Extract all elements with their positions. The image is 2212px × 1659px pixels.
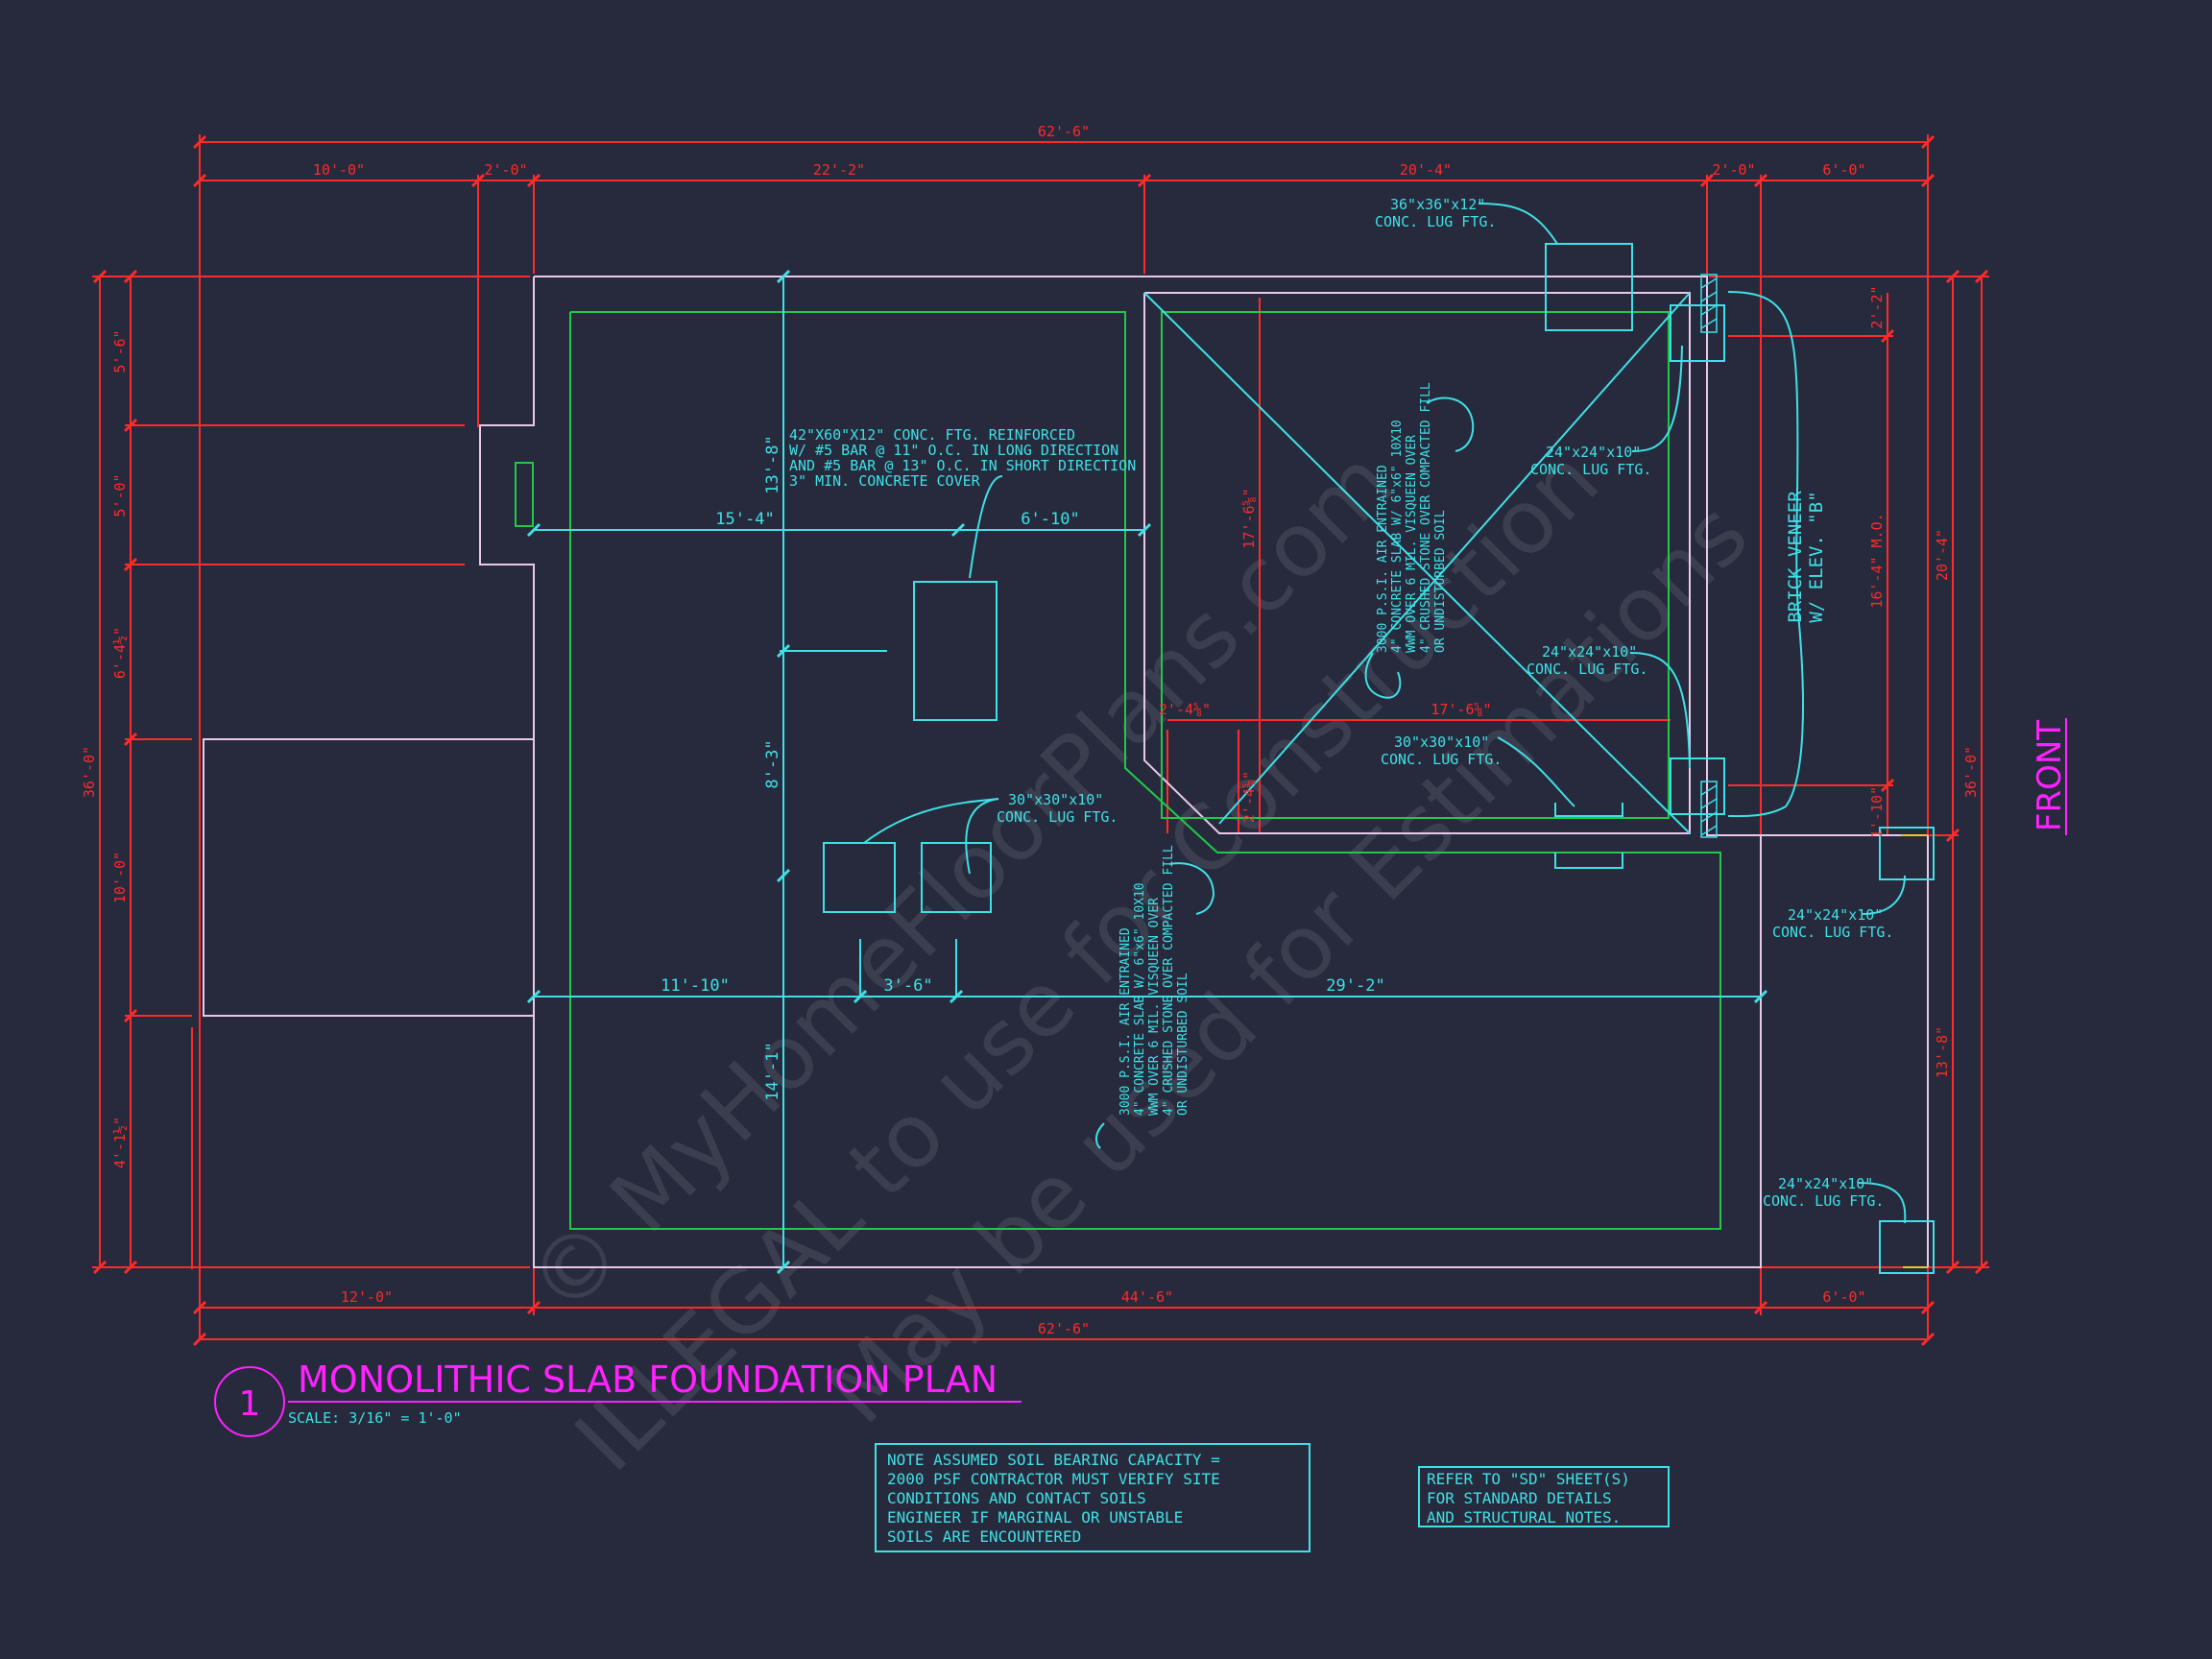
bottom-dim-1: 12'-0" xyxy=(341,1288,393,1306)
interior-dim-v2: 8'-3" xyxy=(763,739,782,788)
sd-note-2: FOR STANDARD DETAILS xyxy=(1427,1489,1612,1507)
top-dim-2: 2'-0" xyxy=(484,161,527,179)
footing-main-note-3: AND #5 BAR @ 13" O.C. IN SHORT DIRECTION xyxy=(789,457,1136,474)
slab-note-garage-3: WWM OVER 6 MIL. VISQUEEN OVER xyxy=(1405,435,1419,653)
interior-dim-h5: 29'-2" xyxy=(1326,976,1384,996)
interior-dim-h1: 15'-4" xyxy=(715,510,774,529)
top-dim-5: 2'-0" xyxy=(1712,161,1755,179)
brick-veneer-note: BRICK VENEER W/ ELEV. "B" xyxy=(1785,491,1827,623)
bottom-dim-2: 44'-6" xyxy=(1121,1288,1173,1306)
title-block: 1 MONOLITHIC SLAB FOUNDATION PLAN SCALE:… xyxy=(214,1358,1022,1437)
sd-note-box: REFER TO "SD" SHEET(S) FOR STANDARD DETA… xyxy=(1418,1466,1670,1527)
left-overall-dim: 36'-0" xyxy=(81,746,98,798)
sd-note-3: AND STRUCTURAL NOTES. xyxy=(1427,1508,1621,1527)
sd-note-1: REFER TO "SD" SHEET(S) xyxy=(1427,1470,1630,1488)
brick-posts xyxy=(1700,274,1718,838)
bottom-overall-dim: 62'-6" xyxy=(1038,1320,1090,1337)
right-dim-1: 2'-2" xyxy=(1868,285,1886,328)
interior-dim-h4: 3'-6" xyxy=(883,976,932,996)
brick-veneer-line-1: BRICK VENEER xyxy=(1785,491,1806,623)
soil-note-1: NOTE ASSUMED SOIL BEARING CAPACITY = xyxy=(887,1451,1220,1469)
interior-dim-h2: 6'-10" xyxy=(1021,510,1079,529)
drawing-number-circle xyxy=(214,1366,285,1437)
left-dim-1: 5'-6" xyxy=(111,329,129,373)
left-dim-3: 6'-4½" xyxy=(111,627,129,679)
lug-24b-note-1: 24"x24"x10" xyxy=(1542,643,1637,661)
lug-24d-note-1: 24"x24"x10" xyxy=(1778,1175,1873,1192)
slab-note-garage-2: 4" CONCRETE SLAB W/ 6"x6" 10X10 xyxy=(1390,420,1405,653)
annotation-lines xyxy=(534,203,1935,1274)
right-dim-3: 20'-4" xyxy=(1934,529,1951,581)
soil-note-2: 2000 PSF CONTRACTOR MUST VERIFY SITE xyxy=(887,1470,1220,1488)
interior-dim-v5: 2'-4⅝" xyxy=(1240,771,1258,823)
top-dim-3: 22'-2" xyxy=(813,161,865,179)
lug-24c-note-1: 24"x24"x10" xyxy=(1788,906,1883,924)
lug-24a-note-2: CONC. LUG FTG. xyxy=(1530,461,1651,478)
interior-dim-g2: 17'-6⅝" xyxy=(1431,701,1491,718)
left-dim-2: 5'-0" xyxy=(111,473,129,517)
slab-note-house-2: 4" CONCRETE SLAB W/ 6"x6" 10X10 xyxy=(1133,882,1147,1116)
drawing-number: 1 xyxy=(239,1384,261,1424)
soil-note-5: SOILS ARE ENCOUNTERED xyxy=(887,1527,1081,1546)
lug-30b-note-2: CONC. LUG FTG. xyxy=(997,808,1118,826)
slab-note-garage-4: 4" CRUSHED STONE OVER COMPACTED FILL xyxy=(1419,382,1433,653)
right-dim-5: 13'-8" xyxy=(1934,1026,1951,1078)
lug-30a-note-1: 30"x30"x10" xyxy=(1394,733,1489,751)
slab-note-house-3: WWM OVER 6 MIL. VISQUEEN OVER xyxy=(1147,898,1162,1116)
top-dim-4: 20'-4" xyxy=(1400,161,1452,179)
slab-note-garage-5: OR UNDISTURBED SOIL xyxy=(1433,510,1448,653)
corner-accents xyxy=(1901,834,1928,1268)
slab-outline xyxy=(203,276,1929,1268)
lug-30a-note-2: CONC. LUG FTG. xyxy=(1381,751,1502,768)
soil-note-3: CONDITIONS AND CONTACT SOILS xyxy=(887,1489,1146,1507)
interior-dimension-text: 15'-4" 6'-10" 11'-10" 3'-6" 29'-2" 13'-8… xyxy=(661,435,1385,1100)
slab-note-garage-1: 3000 P.S.I. AIR ENTRAINED xyxy=(1376,465,1390,653)
lug-36-note-1: 36"x36"x12" xyxy=(1390,196,1485,213)
dimension-lines xyxy=(92,134,1989,1340)
left-dim-5: 4'-1½" xyxy=(111,1117,129,1168)
slab-note-house: 3000 P.S.I. AIR ENTRAINED 4" CONCRETE SL… xyxy=(1118,845,1190,1116)
lug-24d-note-2: CONC. LUG FTG. xyxy=(1763,1192,1884,1210)
top-overall-dim: 62'-6" xyxy=(1038,123,1090,140)
brick-veneer-line-2: W/ ELEV. "B" xyxy=(1806,491,1827,622)
footing-notes: 42"X60"X12" CONC. FTG. REINFORCED W/ #5 … xyxy=(789,196,1893,1210)
front-label: FRONT xyxy=(2031,720,2069,831)
bottom-dim-3: 6'-0" xyxy=(1822,1288,1865,1306)
left-dim-4: 10'-0" xyxy=(111,852,129,903)
right-overall-dim: 36'-0" xyxy=(1962,746,1980,798)
slab-inner-edge xyxy=(515,311,1721,1230)
slab-note-house-5: OR UNDISTURBED SOIL xyxy=(1176,973,1190,1116)
right-dim-4: 1'-10" xyxy=(1868,786,1886,838)
drawing-scale: SCALE: 3/16" = 1'-0" xyxy=(288,1409,462,1427)
lug-36-note-2: CONC. LUG FTG. xyxy=(1375,213,1496,230)
drawing-title: MONOLITHIC SLAB FOUNDATION PLAN xyxy=(298,1358,998,1401)
footing-main-note-2: W/ #5 BAR @ 11" O.C. IN LONG DIRECTION xyxy=(789,442,1118,459)
lug-24a-note-1: 24"x24"x10" xyxy=(1546,444,1641,461)
interior-dim-v3: 14'-1" xyxy=(763,1042,782,1100)
right-dim-2: 16'-4" M.O. xyxy=(1868,513,1886,608)
interior-dim-v1: 13'-8" xyxy=(763,435,782,493)
top-dim-1: 10'-0" xyxy=(313,161,365,179)
interior-dim-g1: 2'-4⅝" xyxy=(1159,701,1211,718)
lug-30b-note-1: 30"x30"x10" xyxy=(1008,791,1103,808)
footing-main-note-1: 42"X60"X12" CONC. FTG. REINFORCED xyxy=(789,426,1075,444)
annotation-ticks xyxy=(526,269,1768,1275)
soil-note-box: NOTE ASSUMED SOIL BEARING CAPACITY = 200… xyxy=(875,1443,1310,1552)
interior-dim-h3: 11'-10" xyxy=(661,976,730,996)
lug-24b-note-2: CONC. LUG FTG. xyxy=(1527,661,1647,678)
dimension-text: 62'-6" 10'-0" 2'-0" 22'-2" 20'-4" 2'-0" … xyxy=(81,123,1980,1337)
slab-note-house-1: 3000 P.S.I. AIR ENTRAINED xyxy=(1118,927,1133,1116)
top-dim-6: 6'-0" xyxy=(1822,161,1865,179)
lug-24c-note-2: CONC. LUG FTG. xyxy=(1772,924,1893,941)
slab-note-garage: 3000 P.S.I. AIR ENTRAINED 4" CONCRETE SL… xyxy=(1376,382,1448,653)
watermark-line-1: © MyHomeFloorPlans.com xyxy=(509,430,1413,1334)
soil-note-4: ENGINEER IF MARGINAL OR UNSTABLE xyxy=(887,1508,1183,1527)
dimension-ticks xyxy=(92,134,1989,1347)
interior-dim-v4: 17'-6⅝" xyxy=(1240,488,1258,548)
slab-note-house-4: 4" CRUSHED STONE OVER COMPACTED FILL xyxy=(1162,845,1176,1116)
footing-main-note-4: 3" MIN. CONCRETE COVER xyxy=(789,472,981,490)
